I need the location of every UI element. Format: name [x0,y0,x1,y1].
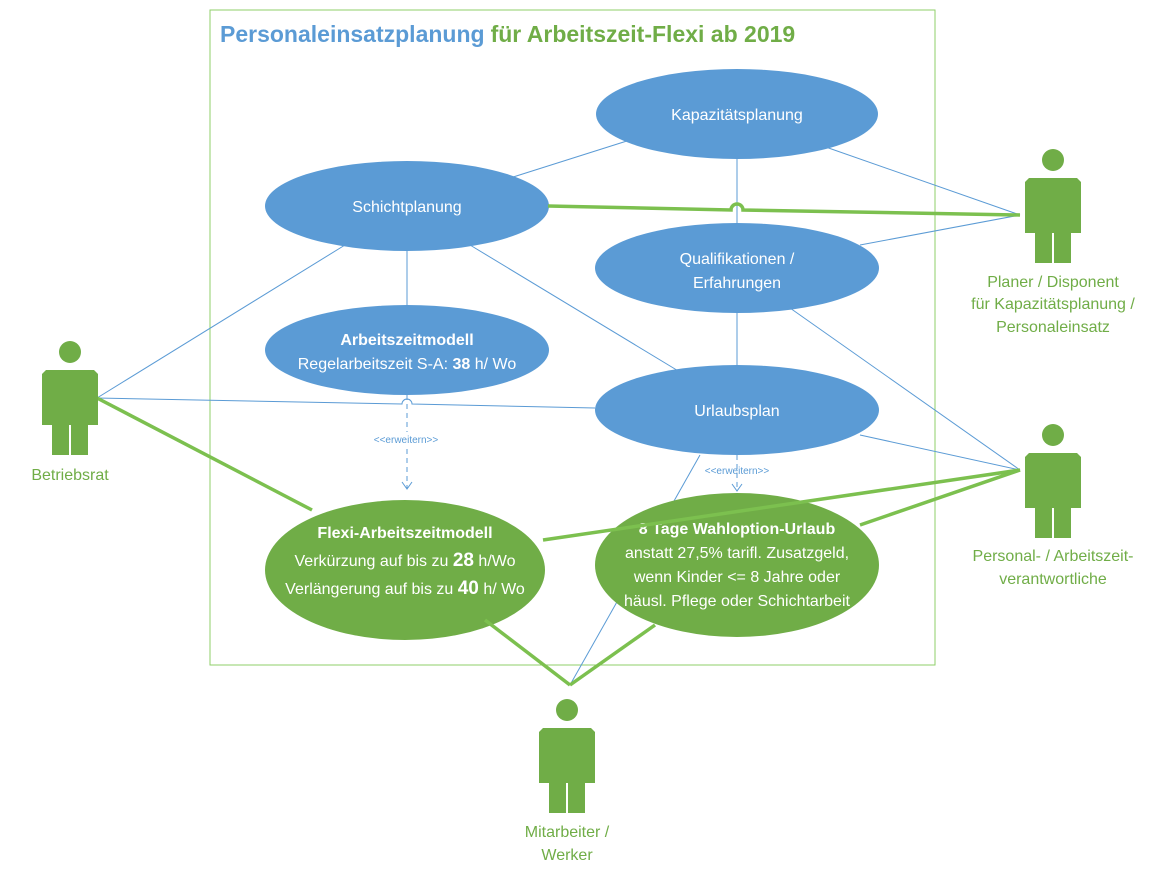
extend-label: <<erweitern>> [374,435,439,446]
extend-arrow-icon [401,481,413,490]
use-case-label: Schichtplanung [352,199,461,216]
use-case-label: Erfahrungen [693,275,781,292]
assoc-flexi-mitarbeiter [483,618,572,687]
use-case-wahloption-urlaub[interactable]: 8 Tage Wahloption-Urlaub anstatt 27,5% t… [595,493,879,637]
actor-label: verantwortliche [999,571,1107,588]
assoc-flexi-personal [542,468,1021,542]
use-case-label: Urlaubsplan [694,403,779,420]
person-icon [539,699,595,813]
actor-label: Werker [541,847,593,864]
use-case-label: wenn Kinder <= 8 Jahre oder [633,569,841,586]
actor-label: Personal- / Arbeitszeit- [973,548,1134,565]
actor-personal-arbeitszeit[interactable]: Personal- / Arbeitszeit- verantwortliche [973,424,1134,588]
use-case-label: Regelarbeitszeit S-A: 38 h/ Wo [298,356,517,373]
use-case-title: Arbeitszeitmodell [340,332,473,349]
assoc-kap-planer [819,144,1021,216]
assoc-schicht-urlaub [469,244,681,373]
assoc-wahloption-personal [859,468,1021,527]
use-case-label: anstatt 27,5% tarifl. Zusatzgeld, [625,545,849,562]
actor-label: Personaleinsatz [996,319,1110,336]
use-case-label: Verkürzung auf bis zu 28 h/Wo [295,550,516,571]
person-icon [1025,149,1081,263]
extend-arrow-icon [731,483,743,492]
system-boundary [209,9,936,666]
assoc-betriebsrat-flexi [96,396,313,512]
green-associations [96,202,1021,687]
use-case-urlaubsplan[interactable]: Urlaubsplan [595,365,879,455]
assoc-kap-schicht [509,139,631,179]
use-case-label: Verlängerung auf bis zu 40 h/ Wo [285,578,525,599]
use-case-qualifikationen[interactable]: Qualifikationen / Erfahrungen [595,223,879,313]
use-case-label: häusl. Pflege oder Schichtarbeit [624,593,850,610]
blue-associations [96,139,1021,686]
assoc-schicht-planer [547,202,1021,217]
actor-mitarbeiter[interactable]: Mitarbeiter / Werker [525,699,610,864]
assoc-schicht-betriebsrat [96,244,346,399]
use-case-arbeitszeitmodell[interactable]: Arbeitszeitmodell Regelarbeitszeit S-A: … [265,305,549,395]
use-case-title: 8 Tage Wahloption-Urlaub [639,521,836,538]
use-case-label: Qualifikationen / [680,251,795,268]
assoc-urlaub-personal [859,434,1021,471]
actor-label: Planer / Disponent [987,274,1119,291]
person-icon [42,341,98,455]
actor-planer-disponent[interactable]: Planer / Disponent für Kapazitätsplanung… [971,149,1135,336]
actor-label: Betriebsrat [31,467,109,484]
actor-betriebsrat[interactable]: Betriebsrat [31,341,109,484]
use-case-title: Flexi-Arbeitszeitmodell [317,525,492,542]
assoc-qual-planer [859,214,1021,246]
assoc-qual-personal [789,307,1021,471]
person-icon [1025,424,1081,538]
extend-relations: <<erweitern>> <<erweitern>> [360,395,770,492]
assoc-wahloption-mitarbeiter [568,623,657,687]
use-case-flexi-arbeitszeitmodell[interactable]: Flexi-Arbeitszeitmodell Verkürzung auf b… [265,500,545,640]
actor-label: für Kapazitätsplanung / [971,296,1135,313]
use-case-label: Kapazitätsplanung [671,107,803,124]
extend-label: <<erweitern>> [705,466,770,477]
assoc-urlaub-betriebsrat [96,397,596,409]
use-case-kapazitaetsplanung[interactable]: Kapazitätsplanung [596,69,878,159]
actor-label: Mitarbeiter / [525,824,610,841]
use-case-schichtplanung[interactable]: Schichtplanung [265,161,549,251]
